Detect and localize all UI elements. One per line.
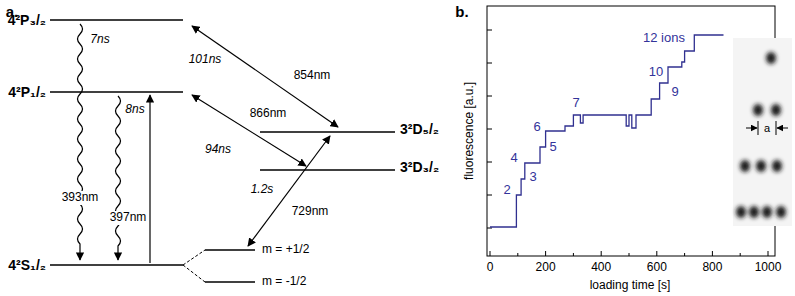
ion <box>756 160 766 172</box>
spacing-label: a <box>764 122 770 135</box>
splitting-line <box>183 265 205 282</box>
ion-count-label: 10 <box>649 65 663 80</box>
ion-count-label: 2 <box>503 183 510 198</box>
lifetime-label: 101ns <box>189 53 222 67</box>
tick <box>487 63 492 64</box>
zeeman-level <box>205 281 255 283</box>
axis-label: 200 <box>536 261 556 275</box>
transition-arrow <box>192 95 306 166</box>
lifetime-label: 8ns <box>125 103 144 117</box>
ion <box>766 52 776 64</box>
axis-label: 600 <box>647 261 667 275</box>
tick <box>573 253 574 256</box>
level-label: 3²D₃/₂ <box>400 159 439 175</box>
level-label: 4²P₁/₂ <box>8 84 46 100</box>
tick <box>601 251 602 256</box>
splitting-line <box>183 250 205 265</box>
tick <box>517 253 518 256</box>
tick <box>487 195 492 196</box>
axis-label: 400 <box>591 261 611 275</box>
plot-frame <box>487 6 775 256</box>
spacing-arrow <box>777 128 788 129</box>
energy-level <box>260 131 395 133</box>
tick <box>487 30 492 31</box>
transition-label: m = +1/2 <box>262 243 309 257</box>
ion-image <box>733 38 792 226</box>
level-label: 3²D₅/₂ <box>400 121 439 137</box>
decay-wave <box>116 96 121 260</box>
tick <box>487 129 492 130</box>
tick <box>490 251 491 256</box>
transition-arrow <box>248 136 330 246</box>
transition-label: m = -1/2 <box>262 275 306 289</box>
tick <box>487 96 492 97</box>
axis-label: 1000 <box>755 261 782 275</box>
decay-wave <box>78 24 83 260</box>
level-label: 4²P₃/₂ <box>8 12 46 28</box>
ion <box>749 206 759 218</box>
lifetime-label: 7ns <box>90 33 109 47</box>
ion-count-label: 7 <box>572 96 579 111</box>
tick <box>629 253 630 256</box>
tick <box>768 251 769 256</box>
tick <box>545 251 546 256</box>
spacing-bar <box>776 121 777 135</box>
tick <box>487 162 492 163</box>
zeeman-level <box>205 249 255 251</box>
ion <box>771 104 781 116</box>
tick <box>740 253 741 256</box>
ion-count-label: 6 <box>533 120 540 135</box>
tick <box>656 251 657 256</box>
transition-label: 397nm <box>109 211 148 225</box>
energy-level <box>50 264 183 266</box>
excitation-arrow <box>149 95 150 263</box>
transition-label: 729nm <box>292 205 329 219</box>
ion-count-label: 5 <box>549 140 556 155</box>
ion-count-label: 9 <box>671 85 678 100</box>
transition-arrow <box>192 26 338 127</box>
axis-label: 800 <box>702 261 722 275</box>
tick <box>712 251 713 256</box>
fluorescence-trace <box>490 35 724 227</box>
ion-count-label: 12 ions <box>643 31 685 46</box>
transition-label: 854nm <box>294 69 331 83</box>
panel-letter: b. <box>455 3 468 20</box>
ion <box>772 160 782 172</box>
energy-level <box>50 91 183 93</box>
ion <box>762 206 772 218</box>
lifetime-label: 94ns <box>205 143 231 157</box>
spacing-arrow <box>746 128 757 129</box>
ion <box>753 104 763 116</box>
ion-count-label: 4 <box>510 151 517 166</box>
ion <box>740 160 750 172</box>
ion-count-label: 3 <box>529 170 536 185</box>
tick <box>684 253 685 256</box>
spacing-bar <box>758 121 759 135</box>
transition-label: 866nm <box>250 107 287 121</box>
lifetime-label: 1.2s <box>251 183 274 197</box>
axis-label: 0 <box>487 261 494 275</box>
level-label: 4²S₁/₂ <box>8 257 46 273</box>
energy-level <box>50 19 183 21</box>
transition-label: 393nm <box>61 191 100 205</box>
energy-level <box>260 169 395 171</box>
axis-label: fluorescence [a.u.] <box>463 82 477 180</box>
axis-label: loading time [s] <box>590 279 671 293</box>
ion <box>736 206 746 218</box>
ion <box>776 206 786 218</box>
